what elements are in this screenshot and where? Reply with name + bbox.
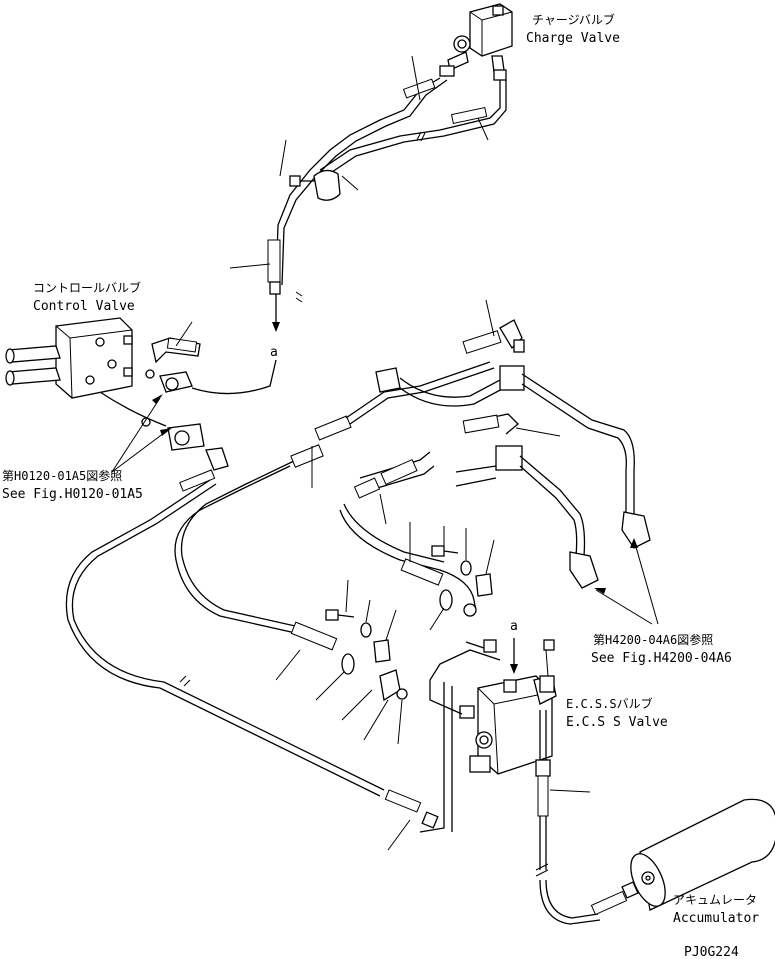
ref-h0120-label-en: See Fig.H0120-01A5 (2, 487, 143, 502)
accumulator-label-jp: アキュムレータ (673, 893, 757, 907)
marker-a-bottom: a (510, 619, 518, 634)
ecss-valve-label-en: E.C.S S Valve (566, 715, 668, 730)
hose-icon (65, 479, 439, 829)
hose-icon (267, 77, 507, 295)
charge-valve-label-en: Charge Valve (526, 31, 620, 46)
flange-kit-icon (400, 545, 493, 617)
ref-h4200-label-jp: 第H4200-04A6図参照 (593, 632, 713, 647)
hose-icon (174, 319, 525, 635)
control-valve-label-en: Control Valve (33, 299, 135, 314)
control-valve-label-jp: コントロールバルブ (33, 280, 141, 295)
control-valve-icon (5, 317, 133, 399)
accumulator-label-en: Accumulator (673, 911, 759, 926)
ecss-valve-label-jp: E.C.S.Sバルブ (566, 696, 653, 711)
charge-valve-label-jp: チャージバルブ (532, 12, 615, 27)
ref-h4200-label-en: See Fig.H4200-04A6 (591, 651, 732, 666)
ref-h0120-label-jp: 第H0120-01A5図参照 (2, 468, 122, 483)
clamp-icon (313, 169, 341, 201)
drawing-code: PJ0G224 (684, 945, 739, 959)
charge-valve-icon (439, 3, 513, 81)
ecss-valve-icon (419, 639, 557, 833)
flange-kit-icon (290, 609, 408, 702)
elbow-fitting-icon (141, 337, 229, 492)
pipe-icon (353, 365, 651, 589)
hose-icon (535, 710, 639, 925)
marker-a-top: a (270, 345, 278, 360)
accumulator-icon (630, 798, 775, 911)
